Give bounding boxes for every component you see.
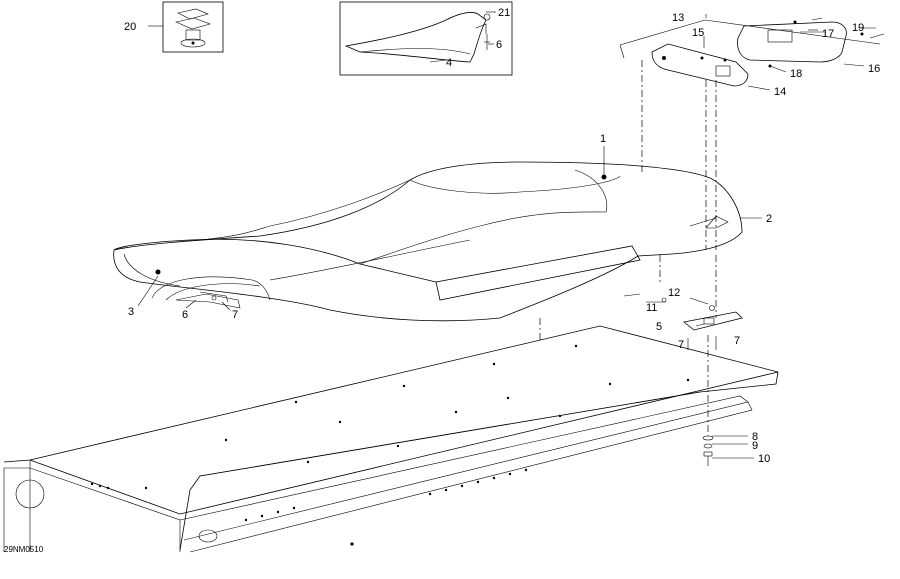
callout-3: 3 [128,306,134,318]
callout-10: 10 [758,453,770,465]
taillight-assembly [619,17,885,87]
part-callouts: 20 21 6 4 13 15 19 17 16 18 14 1 2 3 6 7… [4,7,880,554]
callout-17: 17 [822,28,834,40]
callout-20: 20 [124,21,136,33]
callout-7-mid: 7 [678,339,684,351]
callout-16: 16 [868,63,880,75]
callout-5: 5 [656,321,662,333]
callout-14: 14 [774,86,786,98]
callout-8: 8 [752,431,758,443]
callout-7-right: 7 [734,335,740,347]
callout-7-left: 7 [232,309,238,321]
inset-hardware-kit [162,1,224,53]
callout-12: 12 [668,287,680,299]
callout-2: 2 [766,213,772,225]
callout-19: 19 [852,22,864,34]
seat [113,161,743,322]
diagram-code: 29NM0510 [4,545,44,554]
callout-13: 13 [672,12,684,24]
rear-bracket [623,293,743,350]
callout-6: 6 [182,309,188,321]
callout-1: 1 [600,133,606,145]
callout-11: 11 [646,302,657,314]
callout-15: 15 [692,27,704,39]
tunnel-chassis [3,325,779,553]
inset-seat-cover [339,1,513,76]
callout-9: 9 [752,440,758,452]
alignment-lines [539,60,717,436]
callout-6-inset: 6 [496,39,502,51]
leader-lines [137,11,876,459]
seat-latch [175,291,241,309]
callout-4: 4 [446,57,452,69]
fastener-stack [702,435,714,466]
callout-21: 21 [498,7,510,19]
callout-18: 18 [790,68,802,80]
